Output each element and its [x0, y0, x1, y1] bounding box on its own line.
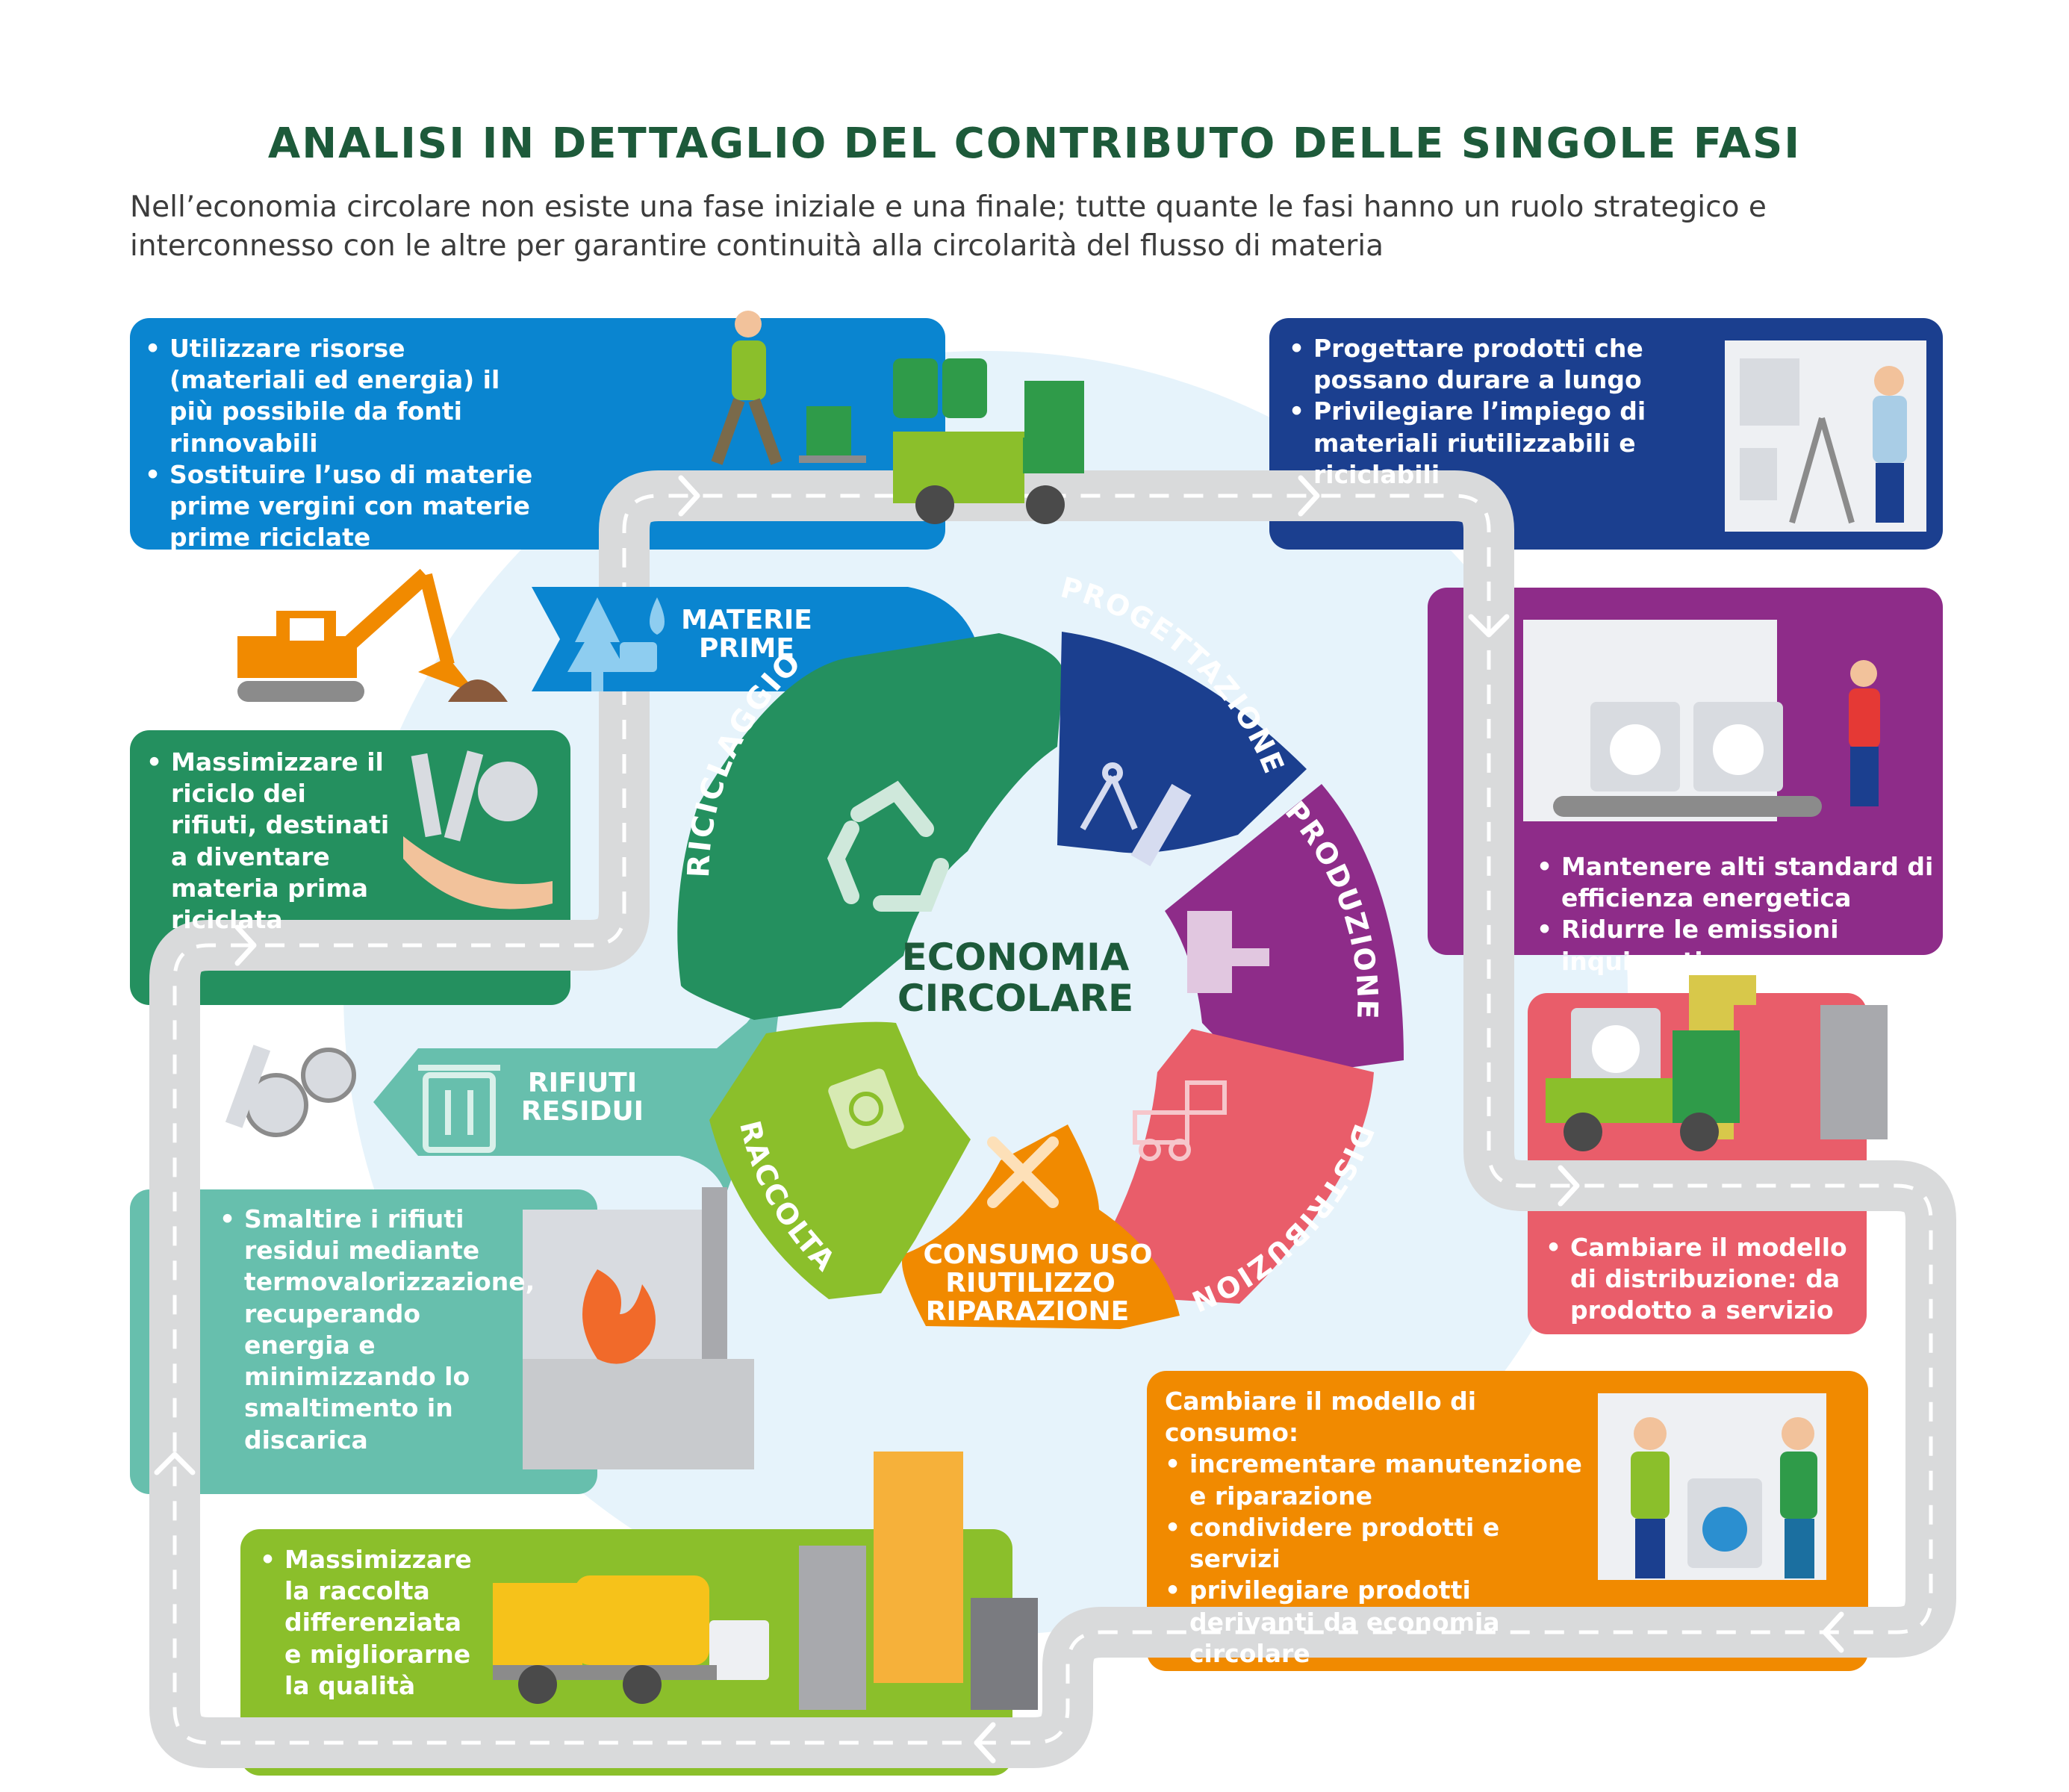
delivery-truck-icon	[1133, 1080, 1227, 1161]
list-item: privilegiare prodotti derivanti da econo…	[1165, 1575, 1583, 1670]
panel-raccolta: Massimizzare la raccolta differenziata e…	[260, 1544, 484, 1702]
panel-riciclaggio: Massimizzare il riciclo dei rifiuti, des…	[146, 747, 400, 936]
segment-consumo	[902, 1124, 1180, 1329]
segment-riciclaggio	[677, 633, 1063, 1020]
worker-cart-illustration	[711, 311, 866, 465]
compass-ruler-icon	[1080, 762, 1192, 867]
road-dashes	[172, 494, 1933, 1745]
list-item: Massimizzare il riciclo dei rifiuti, des…	[146, 747, 400, 936]
trash-can-icon	[418, 1065, 500, 1153]
panel-produzione: Mantenere alti standard di efficienza en…	[1537, 851, 1940, 977]
arrow-label-rifiuti-residui: RIFIUTI RESIDUI	[500, 1069, 665, 1126]
panel-consumo: Cambiare il modello di consumo: incremen…	[1165, 1386, 1583, 1670]
segment-label-consumo: CONSUMO USO RIUTILIZZO RIPARAZIONE	[923, 1239, 1152, 1327]
rifiuti-residui-line-1: RIFIUTI	[527, 1068, 638, 1098]
list-item: Smaltire i rifiuti residui mediante term…	[220, 1204, 535, 1456]
center-label-line-1: ECONOMIA	[901, 936, 1130, 979]
tree-drop-icon	[567, 597, 665, 691]
page-subtitle: Nell’economia circolare non esiste una f…	[130, 190, 1767, 263]
road-chevrons	[154, 475, 1844, 1764]
arrow-rifiuti-residui	[418, 978, 783, 1195]
factory-tool-icon	[1187, 911, 1269, 993]
segment-distribuzione	[1113, 1029, 1374, 1304]
list-item: Ridurre le emissioni inquinanti	[1537, 914, 1940, 977]
recycling-hand-illustration	[403, 750, 553, 909]
consumo-line-1: CONSUMO USO	[923, 1239, 1152, 1270]
distribution-city-illustration	[1546, 975, 1888, 1151]
list-item: Sostituire l’uso di materie prime vergin…	[145, 459, 533, 554]
residual-waste-illustration	[225, 1045, 356, 1137]
green-truck-illustration	[893, 358, 1084, 524]
list-item: condividere prodotti e servizi	[1165, 1512, 1583, 1575]
panel-distribuzione: Cambiare il modello di distribuzione: da…	[1546, 1232, 1859, 1327]
arrow-rifiuti-tip	[373, 1048, 418, 1156]
segment-raccolta	[709, 1021, 971, 1299]
consumo-line-3: RIPARAZIONE	[926, 1296, 1129, 1327]
garbage-truck-city-illustration	[493, 1452, 1038, 1710]
list-item: incrementare manutenzione e riparazione	[1165, 1449, 1583, 1511]
center-label-line-2: CIRCOLARE	[897, 977, 1134, 1020]
list-item: Cambiare il modello di distribuzione: da…	[1546, 1232, 1859, 1327]
list-item: Progettare prodotti che possano durare a…	[1289, 333, 1707, 396]
segment-produzione	[1165, 784, 1404, 1084]
excavator-illustration	[237, 568, 508, 702]
factory-line-illustration	[1523, 620, 1880, 821]
bin-bag-icon	[828, 1068, 904, 1149]
panel-progettazione: Progettare prodotti che possano durare a…	[1289, 333, 1707, 491]
materie-prime-line-2: PRIME	[699, 632, 794, 664]
list-item: Mantenere alti standard di efficienza en…	[1537, 851, 1940, 914]
panel-materie-prime: Utilizzare risorse (materiali ed energia…	[145, 333, 533, 554]
incinerator-illustration	[523, 1187, 754, 1469]
panel-consumo-lead: Cambiare il modello di consumo:	[1165, 1387, 1477, 1448]
rifiuti-residui-line-2: RESIDUI	[520, 1095, 644, 1127]
consumers-illustration	[1598, 1393, 1826, 1580]
list-item: Massimizzare la raccolta differenziata e…	[260, 1544, 484, 1702]
recycle-icon	[827, 780, 949, 912]
center-label: ECONOMIA CIRCOLARE	[881, 937, 1150, 1019]
tools-icon	[987, 1136, 1059, 1208]
page-title: ANALISI IN DETTAGLIO DEL CONTRIBUTO DELL…	[267, 119, 1802, 168]
designer-illustration	[1725, 340, 1926, 532]
consumo-line-2: RIUTILIZZO	[945, 1268, 1115, 1298]
arrow-label-materie-prime: MATERIE PRIME	[657, 606, 836, 663]
list-item: Utilizzare risorse (materiali ed energia…	[145, 333, 533, 459]
list-item: Privilegiare l’impiego di materiali riut…	[1289, 396, 1707, 491]
panel-rifiuti-residui: Smaltire i rifiuti residui mediante term…	[220, 1204, 535, 1456]
materie-prime-line-1: MATERIE	[681, 605, 812, 635]
